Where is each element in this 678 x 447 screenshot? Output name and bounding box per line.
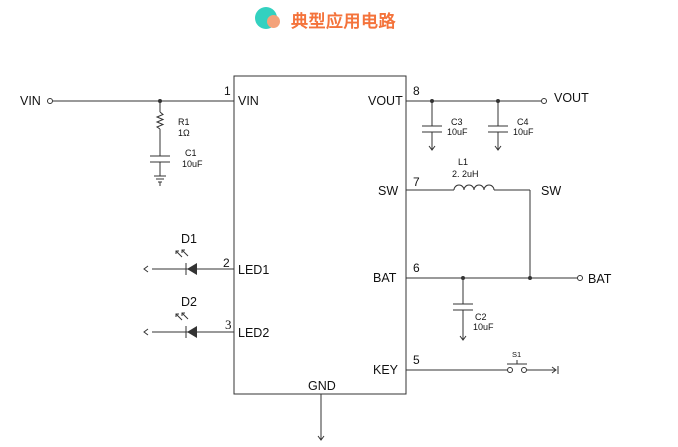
c1-value: 10uF — [182, 159, 203, 169]
c1-capacitor: C1 10uF — [150, 148, 203, 186]
vout-net: VOUT — [406, 91, 589, 105]
pin8-name: VOUT — [368, 94, 403, 108]
gnd-arrow — [317, 394, 325, 441]
pin3-number: 3 — [225, 317, 232, 332]
pin6-name: BAT — [373, 271, 397, 285]
vout-net-label: VOUT — [554, 91, 589, 105]
c1-ref: C1 — [185, 148, 197, 158]
r1-ref: R1 — [178, 117, 190, 127]
c2-ref: C2 — [475, 312, 487, 322]
gnd-label: GND — [308, 379, 336, 393]
vin-terminal — [47, 98, 53, 104]
pin5-name: KEY — [373, 363, 399, 377]
r1-value: 1Ω — [178, 128, 190, 138]
c3-capacitor: C3 10uF — [422, 101, 468, 151]
d1-ref: D1 — [181, 232, 197, 246]
d2-ref: D2 — [181, 295, 197, 309]
header-dot-icon — [253, 6, 285, 32]
l1-inductor: L1 2. 2uH — [406, 157, 531, 278]
pin2-number: 2 — [223, 256, 230, 270]
bat-net-label: BAT — [588, 272, 612, 286]
bat-terminal — [577, 275, 583, 281]
c3-value: 10uF — [447, 127, 468, 137]
s1-switch: S1 — [406, 350, 559, 374]
c2-capacitor: C2 10uF — [453, 278, 494, 341]
vin-net: VIN — [20, 94, 234, 108]
section-header: 典型应用电路 — [253, 6, 396, 32]
l1-ref: L1 — [458, 157, 468, 167]
c3-ref: C3 — [451, 117, 463, 127]
d1-led: D1 — [143, 232, 234, 275]
pin5-number: 5 — [413, 353, 420, 367]
pin1-number: 1 — [224, 84, 231, 98]
s1-ref: S1 — [512, 350, 521, 359]
r1-resistor: R1 1Ω — [155, 101, 190, 156]
pin7-name: SW — [378, 184, 398, 198]
pin3-name: LED2 — [238, 326, 269, 340]
ic-body — [233, 75, 407, 395]
sw-net-label: SW — [541, 184, 561, 198]
vout-terminal — [541, 98, 547, 104]
section-title: 典型应用电路 — [291, 11, 396, 32]
d2-led: D2 — [143, 295, 234, 338]
c4-ref: C4 — [517, 117, 529, 127]
c4-capacitor: C4 10uF — [488, 101, 534, 151]
pin1-name: VIN — [238, 94, 259, 108]
pin8-number: 8 — [413, 84, 420, 98]
bat-net: BAT — [406, 272, 612, 286]
pin2-name: LED1 — [238, 263, 269, 277]
l1-value: 2. 2uH — [452, 169, 479, 179]
pin6-number: 6 — [413, 261, 420, 275]
c4-value: 10uF — [513, 127, 534, 137]
vin-net-label: VIN — [20, 94, 41, 108]
pin7-number: 7 — [413, 175, 420, 189]
c2-value: 10uF — [473, 322, 494, 332]
